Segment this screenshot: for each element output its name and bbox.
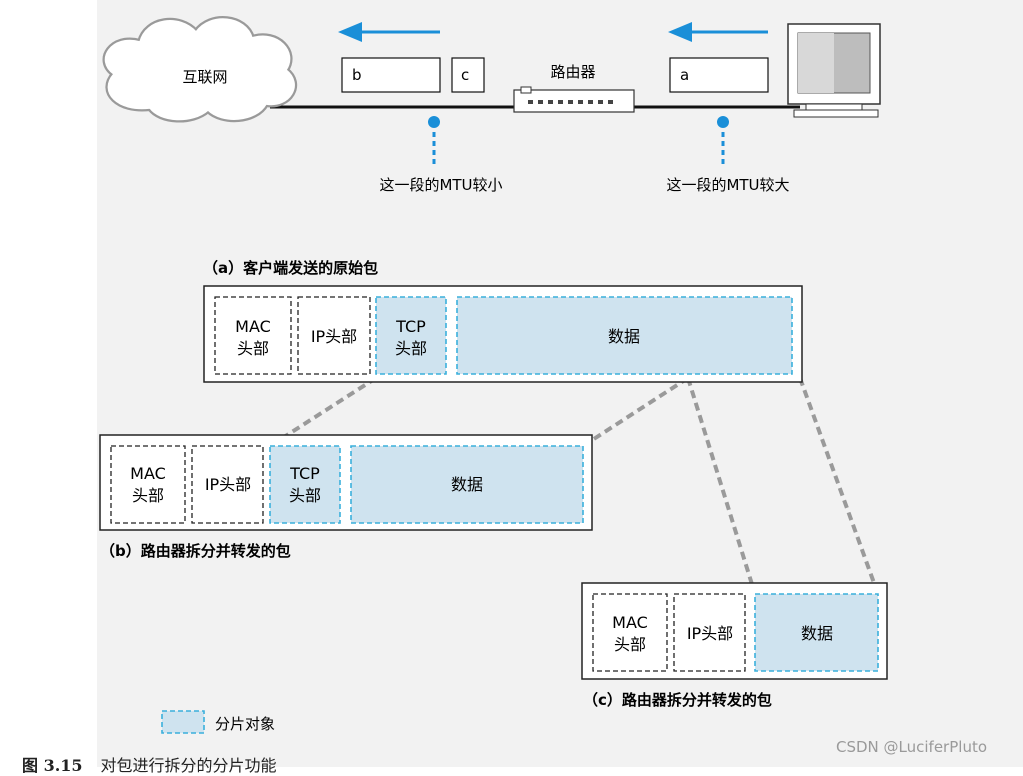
internet-label: 互联网 — [182, 68, 227, 86]
packet-b-mac-line1: MAC — [130, 464, 166, 483]
packet-a-tcp-line2: 头部 — [395, 339, 427, 358]
packet-c-ip-label: IP头部 — [687, 624, 733, 643]
connector-data-end — [798, 377, 880, 595]
packet-b-title: （b）路由器拆分并转发的包 — [100, 542, 291, 560]
packet-a-mac-line1: MAC — [235, 317, 271, 336]
packet-c-title: （c）路由器拆分并转发的包 — [583, 691, 772, 709]
fragmentation-diagram: 互联网 b c a 路由器 — [99, 16, 888, 734]
internet-cloud-icon — [102, 16, 298, 123]
wire-packet-a-label: a — [680, 66, 689, 84]
figure-panel: 互联网 b c a 路由器 — [97, 0, 1023, 767]
legend-label: 分片对象 — [215, 715, 275, 733]
packet-a-mac-line2: 头部 — [237, 339, 269, 358]
packet-a-mac-header — [214, 296, 292, 375]
packet-b-mac-header — [110, 445, 186, 524]
packet-a-title: （a）客户端发送的原始包 — [203, 259, 378, 277]
caption-number: 图 3.15 — [22, 756, 83, 775]
packet-a-ip-header — [297, 296, 371, 375]
wire-packet-c-label: c — [461, 66, 469, 84]
packet-b-tcp-line1: TCP — [289, 464, 320, 483]
connector-split-point-c — [686, 377, 757, 595]
packet-c-ip-header — [673, 593, 746, 672]
packet-b-ip-label: IP头部 — [205, 475, 251, 494]
wire-packet-b — [341, 57, 441, 93]
packet-c-mac-line1: MAC — [612, 613, 648, 632]
wire-packet-c — [451, 57, 485, 93]
packet-b-data — [350, 445, 584, 524]
legend-swatch — [161, 710, 205, 734]
packet-a-data — [456, 296, 793, 375]
connector-split-point-b — [581, 376, 690, 448]
packet-b-mac-line2: 头部 — [132, 486, 164, 505]
packet-a-ip-label: IP头部 — [311, 327, 357, 346]
packet-c-mac-header — [592, 593, 668, 672]
packet-c-data — [754, 593, 879, 672]
packet-b-tcp-line2: 头部 — [289, 486, 321, 505]
caption-text: 对包进行拆分的分片功能 — [100, 756, 277, 775]
router-icon — [513, 86, 635, 113]
watermark: CSDN @LuciferPluto — [836, 738, 988, 756]
mtu-marker-large — [717, 116, 729, 168]
packet-a-tcp-header — [375, 296, 447, 375]
router-label: 路由器 — [550, 63, 595, 81]
arrow-left-icon — [338, 22, 440, 42]
computer-icon — [787, 23, 881, 118]
figure-caption: 图 3.15 对包进行拆分的分片功能 — [22, 752, 277, 776]
packet-b-data-label: 数据 — [451, 475, 483, 494]
packet-a-data-label: 数据 — [608, 327, 640, 346]
packet-a-tcp-line1: TCP — [395, 317, 426, 336]
mtu-small-label: 这一段的MTU较小 — [379, 176, 502, 194]
mtu-marker-small — [428, 116, 440, 168]
wire-packet-a — [669, 57, 769, 93]
arrow-left-icon — [668, 22, 768, 42]
packet-c-mac-line2: 头部 — [614, 635, 646, 654]
mtu-large-label: 这一段的MTU较大 — [666, 176, 789, 194]
packet-b-tcp-header — [269, 445, 341, 524]
packet-b-ip-header — [191, 445, 264, 524]
packet-c-data-label: 数据 — [801, 624, 833, 643]
wire-packet-b-label: b — [352, 66, 362, 84]
